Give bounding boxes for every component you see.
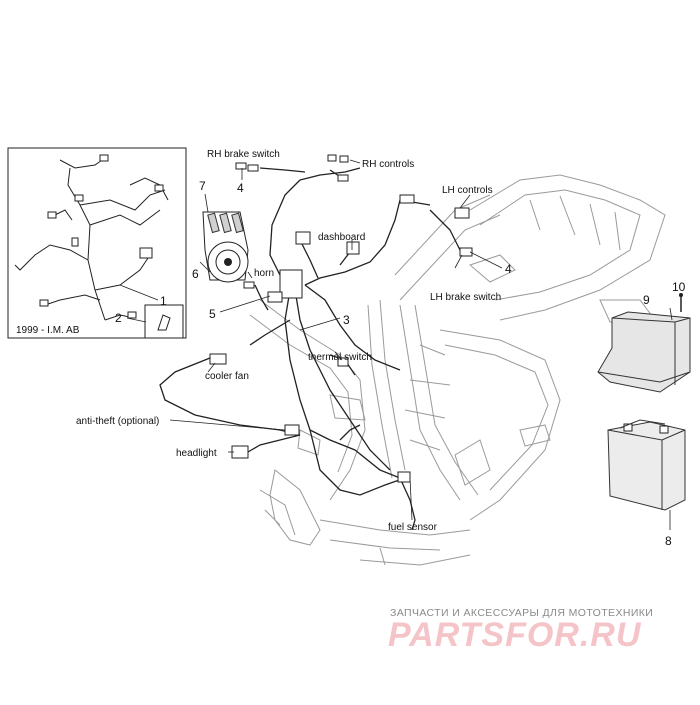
label-lh-brake-switch: LH brake switch: [430, 292, 501, 303]
leader-lines: [169, 159, 681, 530]
bracket-part-2: [157, 314, 171, 331]
label-anti-theft: anti-theft (optional): [76, 416, 159, 427]
callout-8: 8: [665, 534, 672, 548]
main-wiring-harness: [159, 167, 461, 531]
label-headlight: headlight: [176, 448, 217, 459]
text-labels: RH brake switch RH controls LH controls …: [76, 149, 501, 533]
callout-10: 10: [672, 280, 686, 294]
label-thermal-switch: thermal switch: [308, 352, 372, 363]
battery-part-8: [607, 419, 686, 511]
dashboard-connector: [295, 231, 311, 245]
callout-4-rh: 4: [237, 181, 244, 195]
thermal-switch-part: [337, 357, 349, 367]
battery-cover-part-9: [597, 311, 691, 393]
callout-7: 7: [199, 179, 206, 193]
label-horn: horn: [254, 268, 274, 279]
anti-theft-connector: [284, 424, 300, 436]
rh-controls-connector: [327, 154, 337, 162]
label-cooler-fan: cooler fan: [205, 371, 249, 382]
lh-controls-connector: [399, 194, 415, 204]
callout-4-lh: 4: [505, 262, 512, 276]
inset-caption: 1999 - I.M. AB: [16, 325, 80, 336]
cooler-fan-connector: [209, 353, 227, 365]
rh-brake-switch-part: [235, 162, 247, 170]
label-fuel-sensor: fuel sensor: [388, 522, 438, 533]
callout-3: 3: [343, 313, 350, 327]
callout-2: 2: [115, 311, 122, 325]
label-rh-controls: RH controls: [362, 159, 414, 170]
watermark-logo: PARTSFOR.RU: [388, 616, 642, 654]
label-lh-controls: LH controls: [442, 185, 493, 196]
callout-5: 5: [209, 307, 216, 321]
headlight-connector: [231, 445, 249, 459]
components: [202, 154, 691, 511]
relay-part-7: [207, 212, 220, 234]
label-rh-brake-switch: RH brake switch: [207, 149, 280, 160]
callout-9: 9: [643, 293, 650, 307]
fuel-sensor-part: [397, 471, 411, 483]
connector-block-part-5: [279, 269, 303, 299]
watermark-tagline: ЗАПЧАСТИ И АКСЕССУАРЫ ДЛЯ МОТОТЕХНИКИ: [390, 607, 654, 619]
callout-numbers: 4 7 6 5 3 4 9 10 8: [192, 179, 686, 548]
inset-harness-box: 1 1999 - I.M. AB 2: [7, 147, 187, 339]
label-dashboard: dashboard: [318, 232, 365, 243]
lh-brake-switch-part: [459, 247, 473, 257]
motorcycle-frame: [249, 174, 666, 566]
callout-1: 1: [160, 294, 167, 308]
callout-6: 6: [192, 267, 199, 281]
